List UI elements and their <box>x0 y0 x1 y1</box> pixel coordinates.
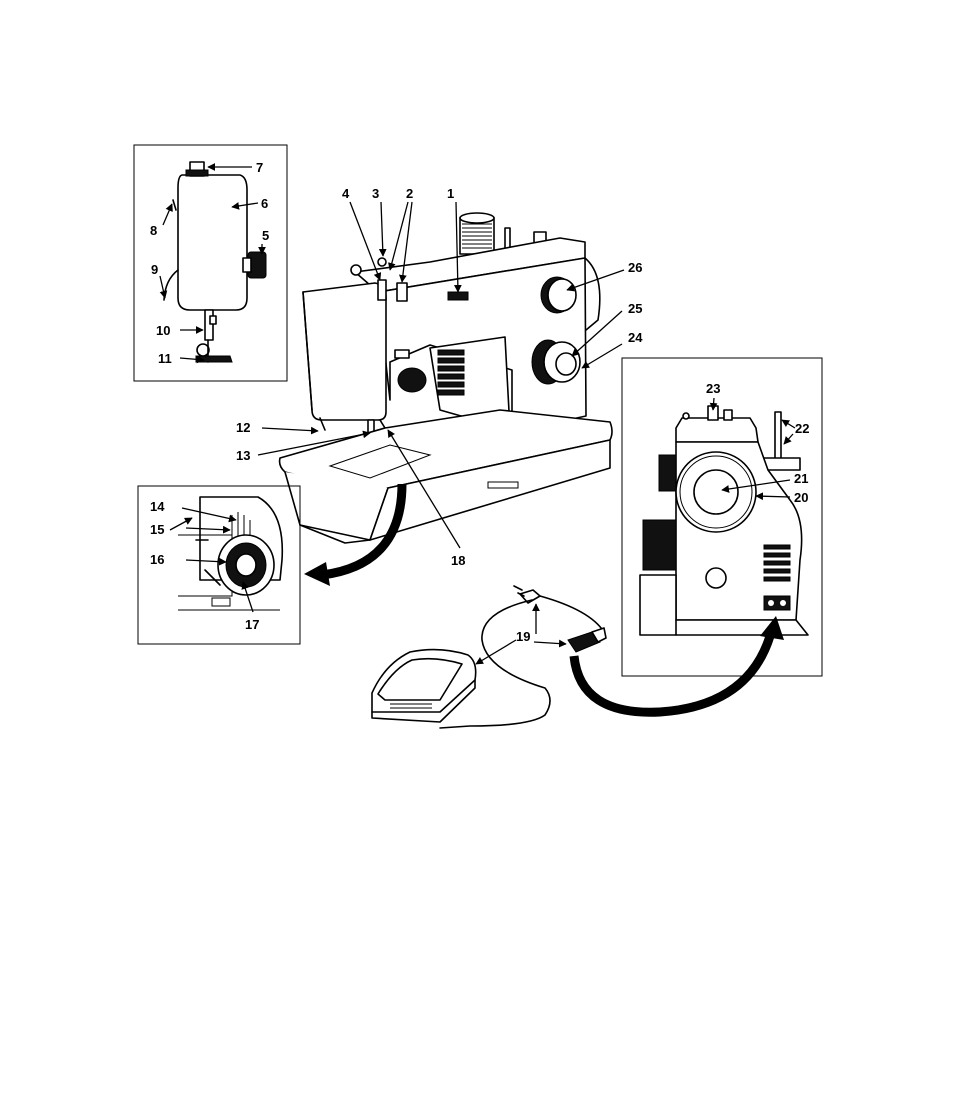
callout-16: 16 <box>150 552 164 567</box>
callout-15: 15 <box>150 522 164 537</box>
callout-5: 5 <box>262 228 269 243</box>
callout-4: 4 <box>342 186 350 201</box>
inset-side-view <box>622 358 822 676</box>
dial-26 <box>541 277 576 313</box>
callout-8: 8 <box>150 223 157 238</box>
callout-1: 1 <box>447 186 454 201</box>
callout-18: 18 <box>451 553 465 568</box>
callout-24: 24 <box>628 330 643 345</box>
callout-17: 17 <box>245 617 259 632</box>
callout-14: 14 <box>150 499 165 514</box>
callout-10: 10 <box>156 323 170 338</box>
callout-20: 20 <box>794 490 808 505</box>
callout-23: 23 <box>706 381 720 396</box>
callout-7: 7 <box>256 160 263 175</box>
callout-11: 11 <box>158 351 172 366</box>
callout-26: 26 <box>628 260 642 275</box>
callout-25: 25 <box>628 301 642 316</box>
callout-2: 2 <box>406 186 413 201</box>
callout-19: 19 <box>516 629 530 644</box>
callout-21: 21 <box>794 471 808 486</box>
callout-9: 9 <box>151 262 158 277</box>
main-machine <box>280 213 612 543</box>
dial-24-25 <box>532 340 580 384</box>
arrow-connector-to-socket <box>574 636 770 712</box>
callout-6: 6 <box>261 196 268 211</box>
callout-13: 13 <box>236 448 250 463</box>
callout-3: 3 <box>372 186 379 201</box>
callout-12: 12 <box>236 420 250 435</box>
callout-22: 22 <box>795 421 809 436</box>
